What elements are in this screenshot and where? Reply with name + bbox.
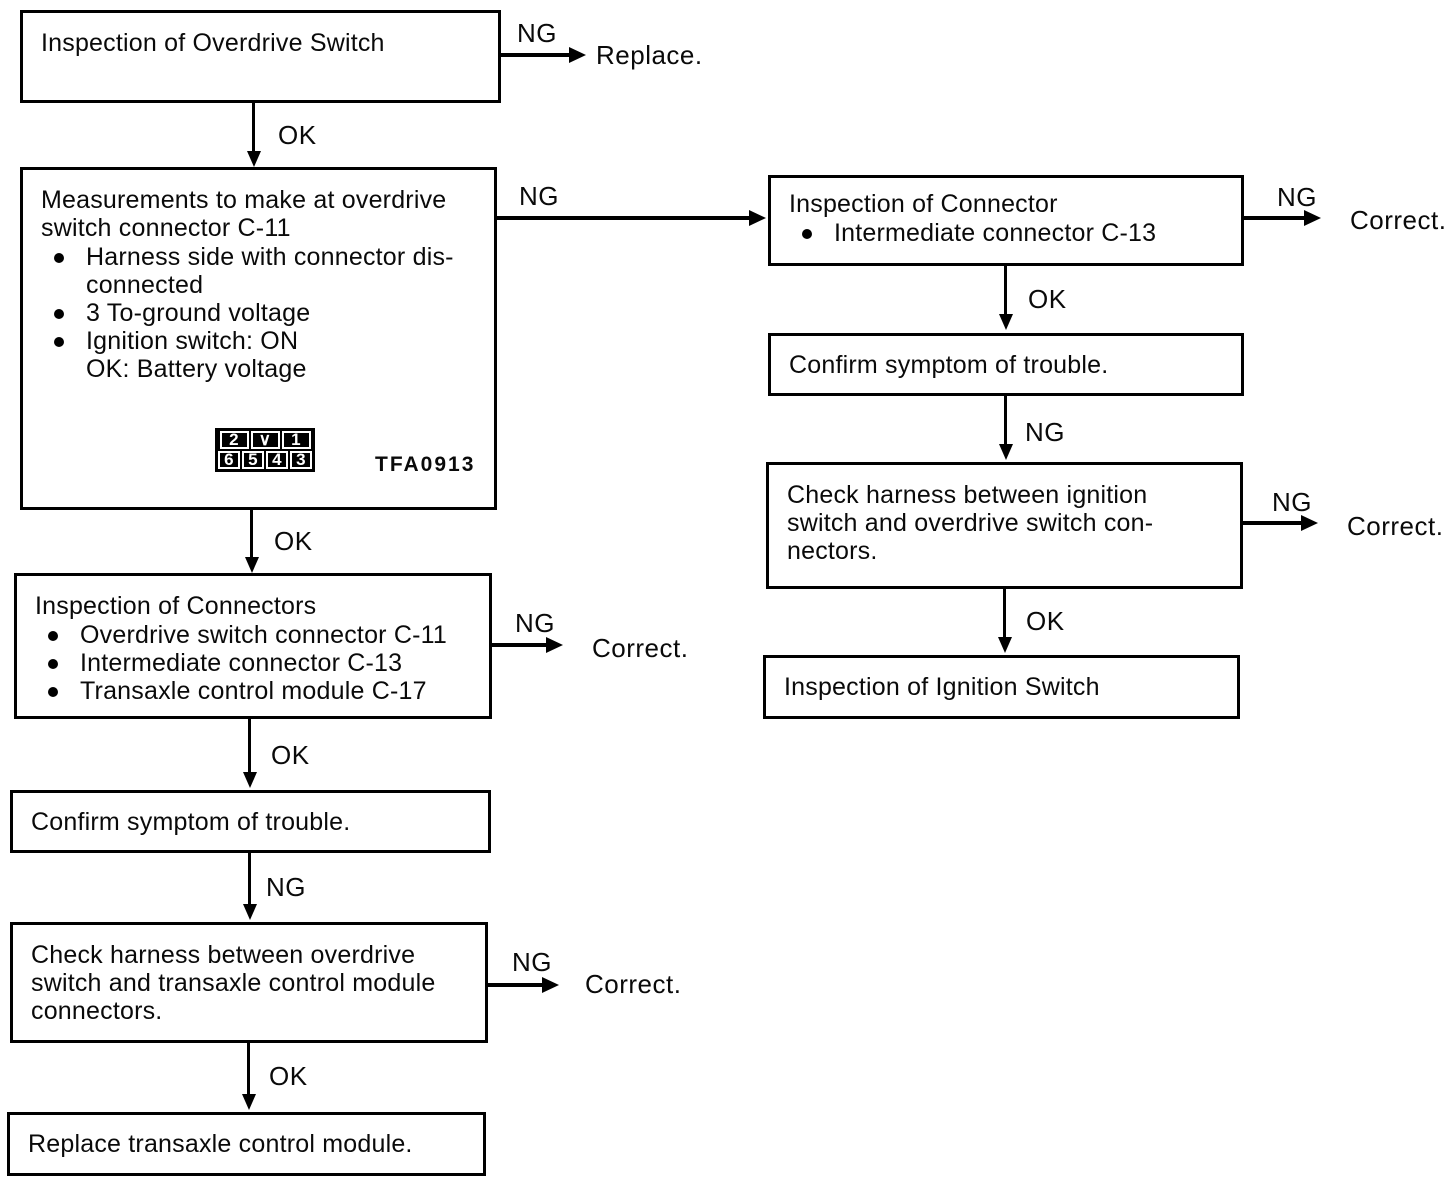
edge-label-ng: NG (266, 872, 306, 902)
node-title: Inspection of Connectors (35, 592, 317, 620)
edge-harness-ignition-ng (1243, 521, 1303, 525)
bullet-text: Overdrive switch connector C-11 (80, 621, 447, 649)
edge-label-ok: OK (1026, 606, 1065, 636)
edge-overdrive-switch-ok (252, 103, 255, 153)
connector-pin-6: 6 (218, 450, 240, 469)
outcome-correct: Correct. (592, 633, 689, 663)
bullet-dot (48, 631, 58, 641)
node-title: Inspection of Connector (789, 190, 1058, 218)
bullet-list: Overdrive switch connector C-11 Intermed… (35, 621, 475, 705)
node-title: Check harness between overdrive switch a… (31, 941, 436, 1025)
connector-pin-1: 1 (281, 430, 311, 449)
node-body: Check harness between ignition switch an… (769, 465, 1240, 575)
outcome-replace: Replace. (596, 40, 703, 70)
connector-pinout-diagram: 2 ∨ 1 6 5 4 3 (215, 428, 315, 472)
node-title: Replace transaxle control module. (28, 1130, 413, 1158)
node-measurements-at-connector-c11: Measurements to make at overdrive switch… (20, 167, 497, 510)
edge-label-ng: NG (517, 18, 557, 48)
bullet-item: Overdrive switch connector C-11 (35, 621, 475, 649)
bullet-dot (48, 659, 58, 669)
edge-confirm-right-ng (1004, 396, 1007, 446)
bullet-text: Transaxle control module C-17 (80, 677, 427, 705)
connector-row-top: 2 ∨ 1 (218, 430, 312, 449)
connector-row-bottom: 6 5 4 3 (218, 450, 312, 469)
node-title: Inspection of Overdrive Switch (41, 29, 385, 57)
node-body: Confirm symptom of trouble. (13, 793, 488, 846)
edge-connectors-ng (492, 643, 548, 647)
node-title: Confirm symptom of trouble. (31, 808, 351, 836)
bullet-text: Intermediate connector C-13 (834, 219, 1157, 247)
connector-pin-3: 3 (290, 450, 312, 469)
node-title: Measurements to make at overdrive switch… (41, 186, 447, 242)
node-replace-transaxle-control-module: Replace transaxle control module. (7, 1112, 486, 1176)
edge-measurements-ok (250, 510, 253, 559)
edge-connector-c13-ng (1244, 216, 1306, 220)
node-body: Inspection of Ignition Switch (766, 658, 1237, 711)
node-inspection-of-connector-c13: Inspection of Connector Intermediate con… (768, 175, 1244, 266)
edge-measurements-ng (497, 216, 751, 220)
bullet-dot (54, 253, 64, 263)
bullet-text: 3 To-ground voltage (86, 299, 311, 327)
node-inspection-of-overdrive-switch: Inspection of Overdrive Switch (20, 10, 501, 103)
node-confirm-symptom-left: Confirm symptom of trouble. (10, 790, 491, 853)
edge-harness-overdrive-tcm-ng (488, 983, 544, 987)
bullet-item: Intermediate connector C-13 (35, 649, 475, 677)
connector-pin-5: 5 (242, 450, 264, 469)
edge-confirm-left-ng (248, 853, 251, 906)
bullet-list: Intermediate connector C-13 (789, 219, 1227, 247)
node-title: Confirm symptom of trouble. (789, 351, 1109, 379)
node-body: Inspection of Connector Intermediate con… (771, 178, 1241, 257)
edge-label-ng: NG (512, 947, 552, 977)
edge-overdrive-switch-ng (501, 53, 571, 57)
edge-label-ng: NG (1277, 182, 1317, 212)
node-inspection-of-connectors: Inspection of Connectors Overdrive switc… (14, 573, 492, 719)
bullet-dot (54, 309, 64, 319)
bullet-item: Ignition switch: ON OK: Battery voltage (41, 327, 480, 383)
node-title: Inspection of Ignition Switch (784, 673, 1100, 701)
node-inspection-of-ignition-switch: Inspection of Ignition Switch (763, 655, 1240, 719)
edge-label-ng: NG (1025, 417, 1065, 447)
node-title: Check harness between ignition switch an… (787, 481, 1154, 565)
node-body: Replace transaxle control module. (10, 1115, 483, 1168)
edge-label-ng: NG (519, 181, 559, 211)
bullet-item: 3 To-ground voltage (41, 299, 480, 327)
outcome-correct: Correct. (1350, 205, 1447, 235)
edge-label-ng: NG (1272, 487, 1312, 517)
outcome-correct: Correct. (585, 969, 682, 999)
bullet-dot (802, 229, 812, 239)
bullet-list: Harness side with connector dis- connect… (41, 243, 480, 383)
connector-pin-4: 4 (266, 450, 288, 469)
edge-connectors-ok (248, 719, 251, 774)
connector-notch-icon: ∨ (250, 430, 280, 449)
bullet-dot (48, 687, 58, 697)
outcome-correct: Correct. (1347, 511, 1444, 541)
bullet-text: Intermediate connector C-13 (80, 649, 403, 677)
bullet-item: Intermediate connector C-13 (789, 219, 1227, 247)
node-confirm-symptom-right: Confirm symptom of trouble. (768, 333, 1244, 396)
connector-pin-2: 2 (219, 430, 249, 449)
edge-connector-c13-ok (1004, 266, 1007, 316)
edge-harness-overdrive-tcm-ok (247, 1043, 250, 1096)
edge-label-ok: OK (1028, 284, 1067, 314)
node-body: Inspection of Overdrive Switch (23, 13, 498, 67)
bullet-text: Ignition switch: ON OK: Battery voltage (86, 327, 307, 383)
edge-label-ok: OK (274, 526, 313, 556)
bullet-text: Harness side with connector dis- connect… (86, 243, 454, 299)
bullet-dot (54, 337, 64, 347)
node-body: Check harness between overdrive switch a… (13, 925, 485, 1035)
figure-code: TFA0913 (375, 453, 476, 476)
node-check-harness-ignition-overdrive: Check harness between ignition switch an… (766, 462, 1243, 589)
edge-label-ok: OK (269, 1061, 308, 1091)
bullet-item: Harness side with connector dis- connect… (41, 243, 480, 299)
edge-label-ok: OK (271, 740, 310, 770)
edge-harness-ignition-ok (1003, 589, 1006, 639)
edge-label-ng: NG (515, 608, 555, 638)
node-body: Measurements to make at overdrive switch… (23, 170, 494, 393)
node-body: Confirm symptom of trouble. (771, 336, 1241, 389)
edge-label-ok: OK (278, 120, 317, 150)
bullet-item: Transaxle control module C-17 (35, 677, 475, 705)
node-check-harness-overdrive-tcm: Check harness between overdrive switch a… (10, 922, 488, 1043)
node-body: Inspection of Connectors Overdrive switc… (17, 576, 489, 715)
